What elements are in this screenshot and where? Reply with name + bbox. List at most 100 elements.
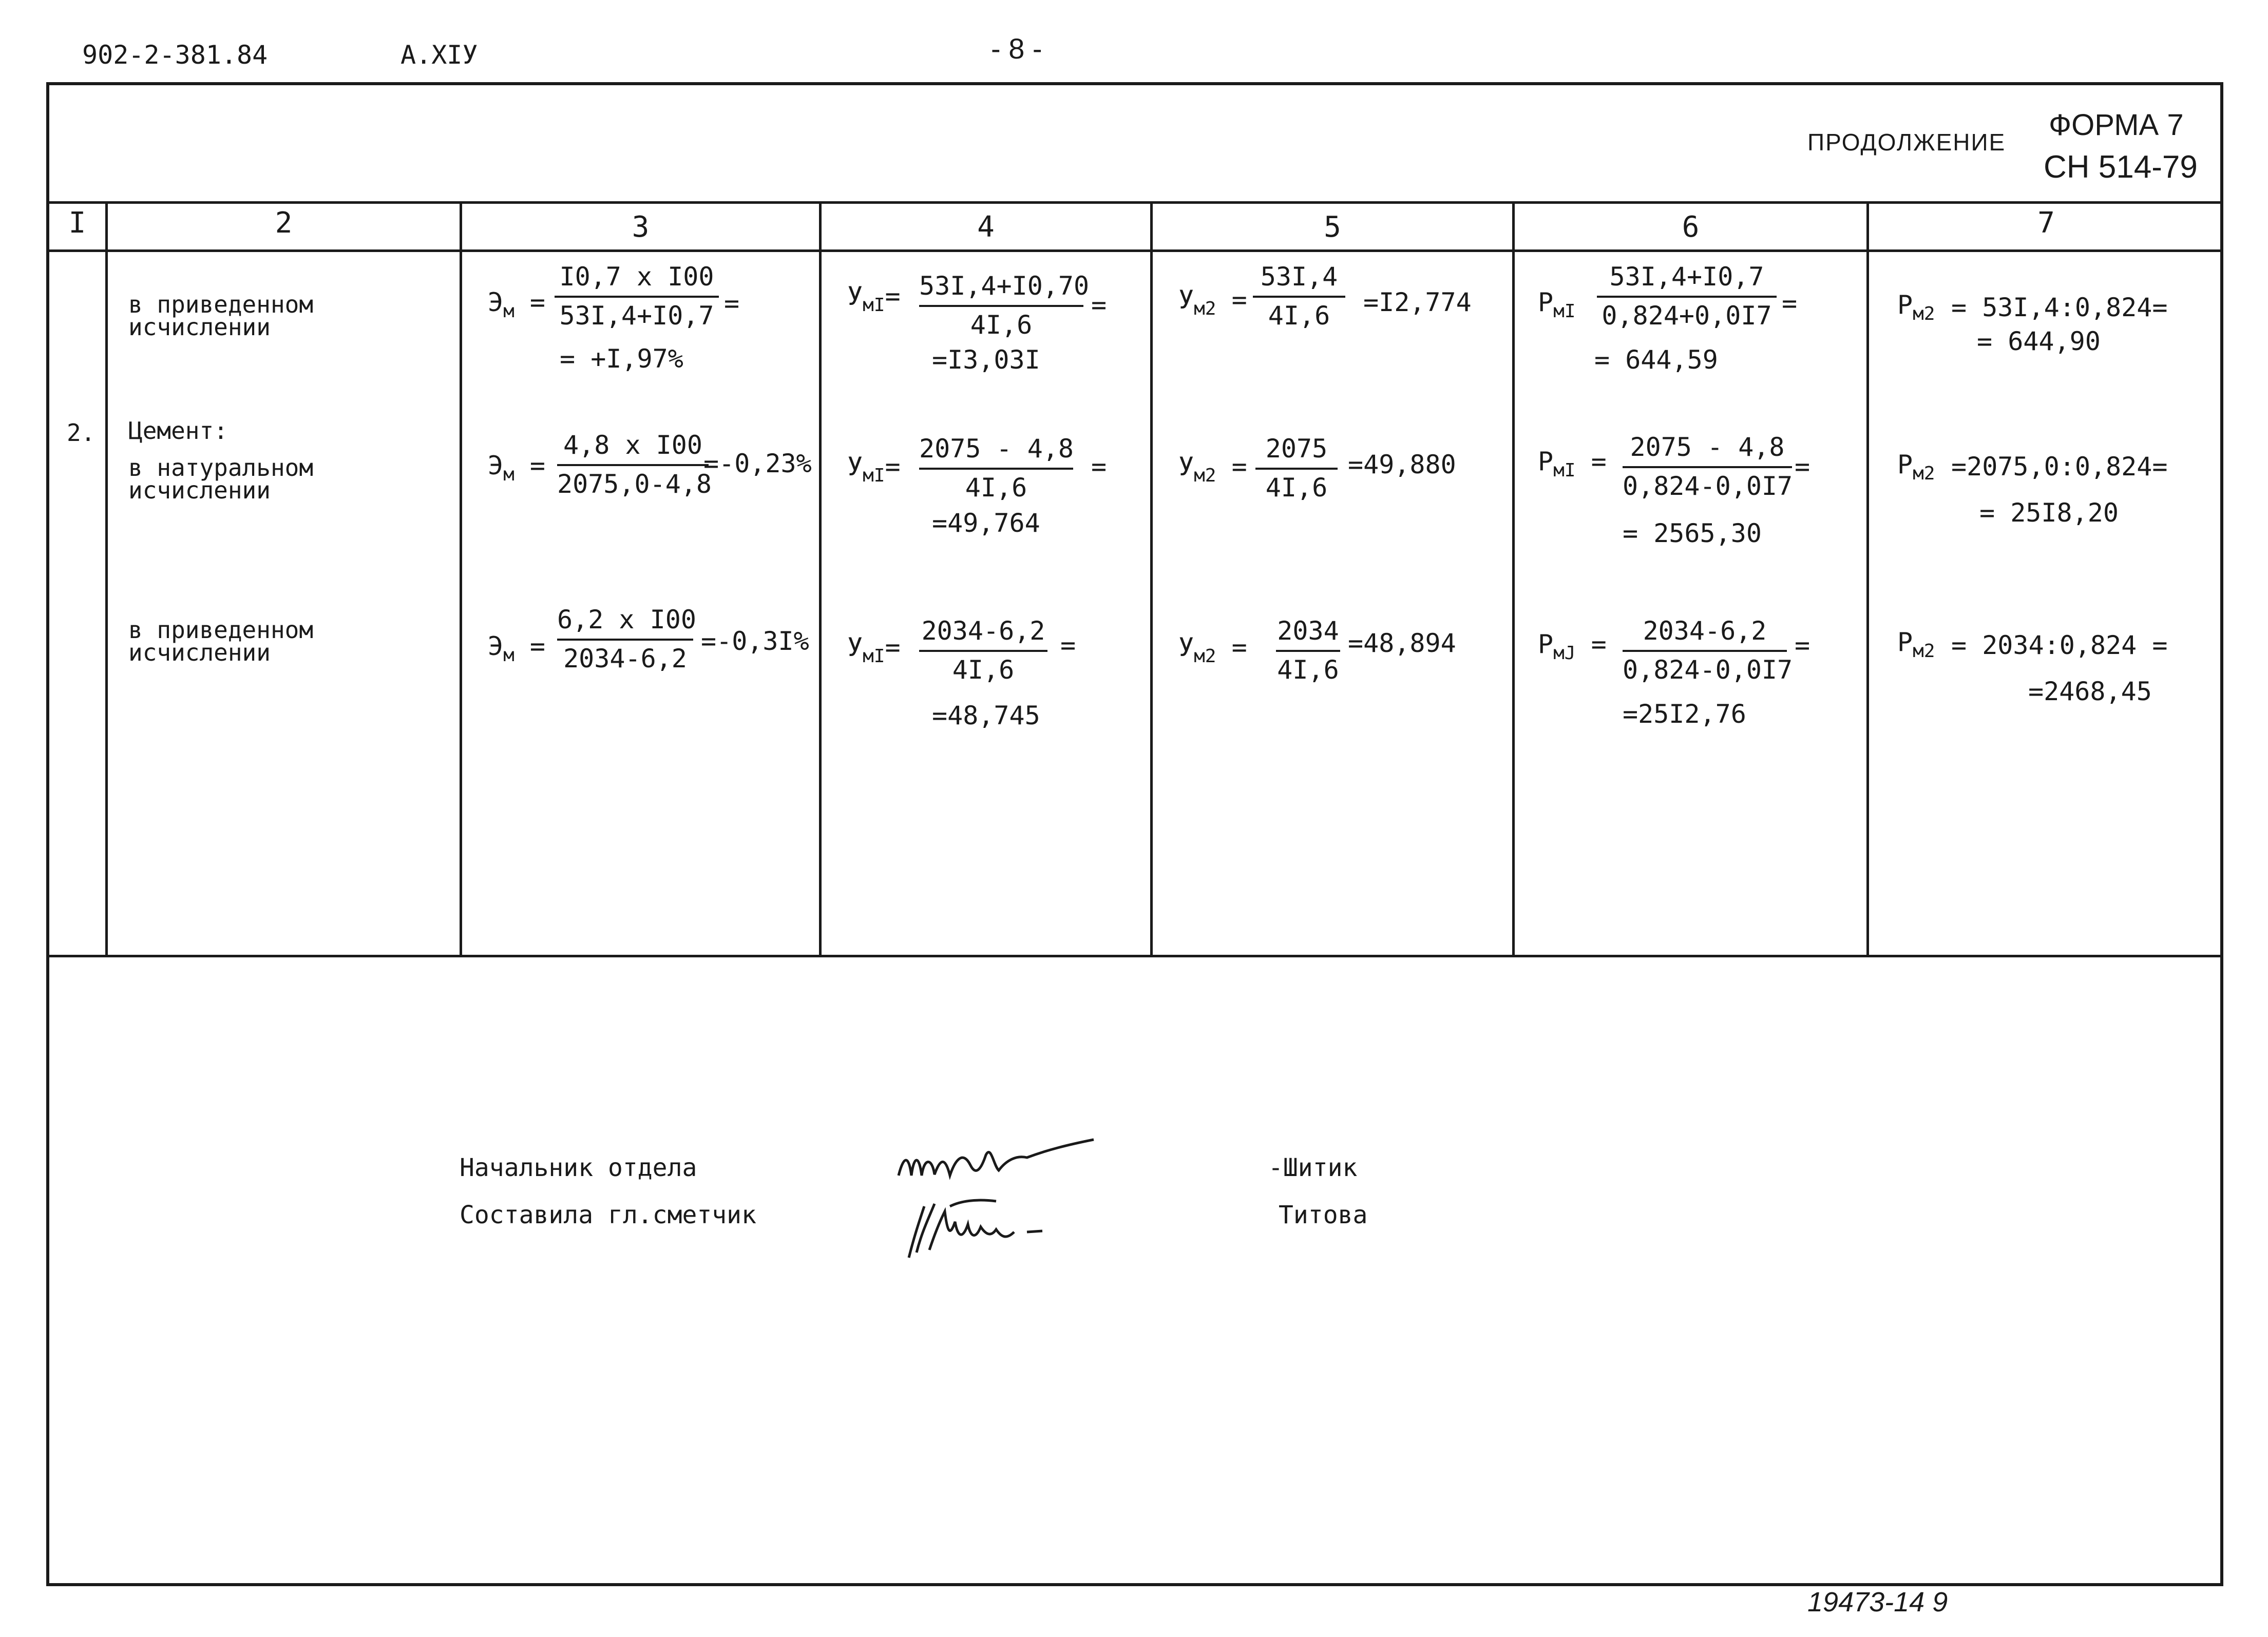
table-bottom-rule [49,955,2223,957]
row1-c4-lhs: УмI= [847,281,901,316]
row1-c3-fraction: I0,7 x I00 53I,4+I0,7 [555,262,719,331]
form-standard: СН 514-79 [2044,149,2198,185]
row2-c7-lhs: Рм2 [1897,450,1935,484]
row1-c5-lhs: Ум2 = [1178,285,1247,319]
col-divider-3 [819,201,822,956]
row1-c5-numerator: 53I,4 [1260,262,1338,292]
row3-c4-numerator: 2034-6,2 [921,616,1045,646]
form-frame [46,82,2223,1586]
row2-c4-numerator: 2075 - 4,8 [919,434,1074,464]
row2-c5-numerator: 2075 [1265,434,1328,464]
row2-c6-lhs: РмI = [1538,447,1607,481]
row1-c3-result: = +I,97% [560,344,683,374]
col-divider-1 [105,201,108,956]
row2-c4-fraction: 2075 - 4,8 4I,6 [919,434,1074,503]
row2-c4-lhs: УмI= [847,452,901,486]
col-divider-6 [1866,201,1869,956]
row3-c5-fraction: 2034 4I,6 [1276,616,1340,685]
row2-c3-denominator: 2075,0-4,8 [557,469,712,499]
row2-c5-denominator: 4I,6 [1265,473,1328,503]
signature-name-estimator: Титова [1279,1201,1368,1229]
row1-c4-denominator: 4I,6 [970,310,1033,340]
row1-c5-denominator: 4I,6 [1268,301,1330,331]
row1-c3-tail: = [724,288,740,318]
row3-c4-result: =48,745 [932,701,1040,730]
row2-c6-tail: = [1795,452,1810,482]
handwritten-signature-head [897,1138,1094,1180]
row2-c5-tail: =49,880 [1348,450,1456,479]
col-header-1: I [68,206,86,240]
page-number: - 8 - [991,32,1042,65]
row2-c6-numerator: 2075 - 4,8 [1630,432,1785,462]
row3-c6-numerator: 2034-6,2 [1643,616,1767,646]
row1-desc-line1: в приведенном [128,291,314,318]
col-header-3: 3 [632,210,650,244]
row1-c7-lhs: Рм2 [1897,290,1935,324]
row1-c6-denominator: 0,824+0,0I7 [1602,301,1772,331]
col-header-4: 4 [977,210,995,244]
row1-c4-tail: = [1091,290,1107,320]
row3-c5-denominator: 4I,6 [1277,655,1339,685]
row2-c7-line2: = 25I8,20 [1979,498,2119,528]
row1-c6-tail: = [1782,288,1798,318]
row1-c7-line2: = 644,90 [1977,326,2101,356]
row1-c6-fraction: 53I,4+I0,7 0,824+0,0I7 [1597,262,1777,331]
row3-c4-fraction: 2034-6,2 4I,6 [919,616,1047,685]
handwritten-signature-estimator [907,1199,1043,1258]
row1-c3-numerator: I0,7 x I00 [559,262,714,292]
row1-c6-lhs: РмI [1538,287,1576,322]
row3-c6-tail: = [1795,630,1810,660]
album-number: А.XIУ [401,40,478,70]
row3-c7-lhs: Рм2 [1897,627,1935,662]
document-code: 902-2-381.84 [82,40,268,70]
row3-c7-line1: = 2034:0,824 = [1951,630,2168,660]
continuation-label: ПРОДОЛЖЕНИЕ [1807,129,2006,156]
col-header-7: 7 [2037,206,2055,240]
row3-c3-numerator: 6,2 x I00 [557,605,696,634]
row3-c4-denominator: 4I,6 [952,655,1015,685]
signature-name-head: -Шитик [1268,1153,1358,1182]
col-divider-4 [1150,201,1153,956]
row2-material: Цемент: [128,417,228,445]
row2-c6-denominator: 0,824-0,0I7 [1623,471,1793,501]
row1-desc-line2: исчислении [128,313,271,341]
row3-desc-line1: в приведенном [128,616,314,644]
row3-c5-lhs: Ум2 = [1178,632,1247,667]
row3-c7-line2: =2468,45 [2028,677,2152,706]
row2-c4-tail: = [1091,452,1107,482]
row2-desc-line2: исчислении [128,476,271,504]
row2-c4-result: =49,764 [932,508,1040,538]
row3-desc-line2: исчислении [128,639,271,666]
row3-c6-fraction: 2034-6,2 0,824-0,0I7 [1623,616,1793,685]
col-header-2: 2 [275,206,293,240]
row3-c3-tail: =-0,3I% [701,626,809,656]
form-number: ФОРМА 7 [2049,108,2184,142]
row2-c7-line1: =2075,0:0,824= [1951,452,2168,482]
row3-c5-numerator: 2034 [1277,616,1339,646]
row3-c6-result: =25I2,76 [1623,699,1746,729]
col-header-6: 6 [1682,210,1700,244]
col-divider-2 [460,201,462,956]
row1-c5-tail: =I2,774 [1363,287,1472,317]
signature-role-head: Начальник отдела [460,1153,697,1182]
row3-c5-tail: =48,894 [1348,628,1456,658]
row3-c4-tail: = [1060,630,1076,660]
row3-c6-denominator: 0,824-0,0I7 [1623,655,1793,685]
row2-c3-lhs: Эм = [488,451,546,485]
row1-c5-fraction: 53I,4 4I,6 [1253,262,1345,331]
row2-c3-numerator: 4,8 x I00 [563,430,702,460]
row3-c3-lhs: Эм = [488,631,546,666]
row2-c3-tail: =-0,23% [703,449,812,478]
row1-c4-numerator: 53I,4+I0,70 [919,271,1090,301]
row2-number: 2. [67,419,96,447]
row2-c5-lhs: Ум2 = [1178,452,1247,486]
table-top-rule [46,201,2223,204]
row1-c3-denominator: 53I,4+I0,7 [559,301,714,331]
row2-c5-fraction: 2075 4I,6 [1255,434,1338,503]
row3-c6-lhs: РмJ = [1538,629,1607,664]
row3-c3-fraction: 6,2 x I00 2034-6,2 [557,605,696,673]
row2-desc-line1: в натуральном [128,454,314,482]
row2-c6-result: = 2565,30 [1623,518,1762,548]
row1-c4-result: =I3,03I [932,345,1040,375]
header-row-rule [46,249,2223,252]
